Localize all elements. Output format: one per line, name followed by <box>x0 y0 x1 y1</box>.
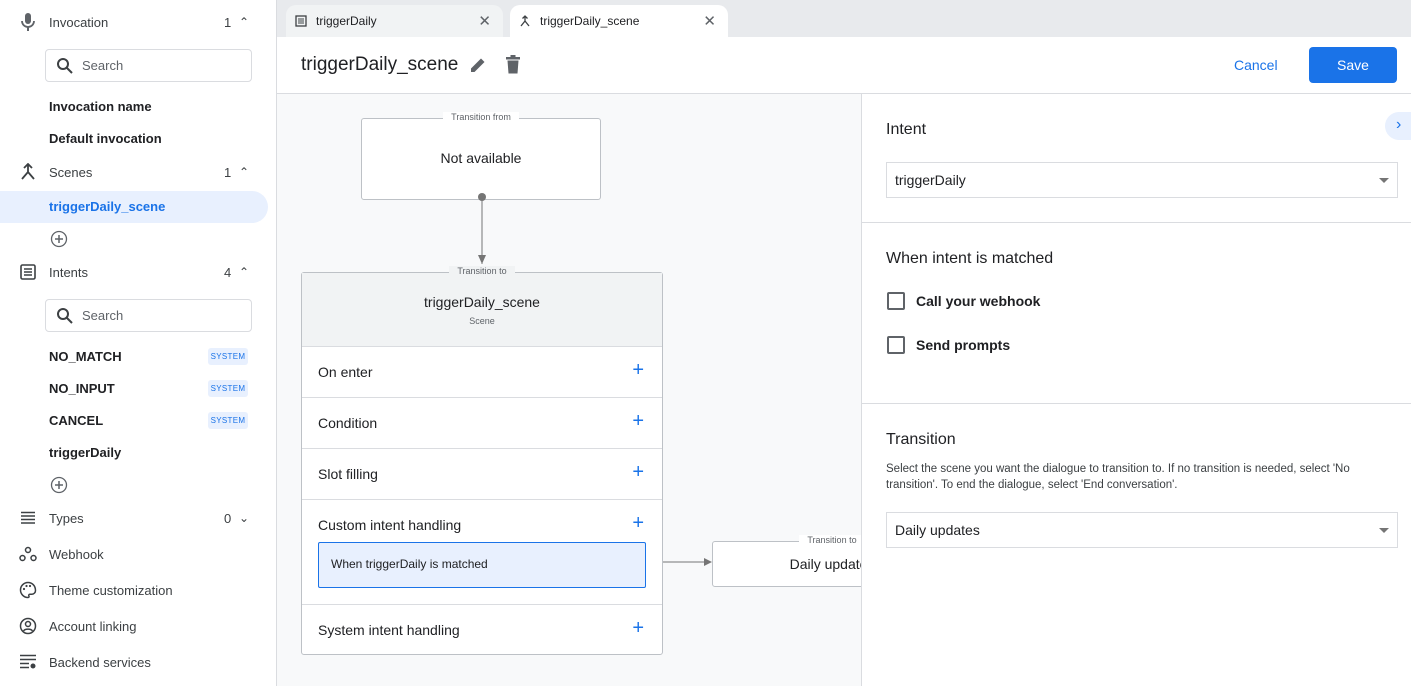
invocation-search[interactable] <box>45 49 252 82</box>
divider <box>862 403 1411 404</box>
sidebar-item-intent[interactable]: NO_INPUT <box>49 381 115 396</box>
invocation-search-input[interactable] <box>82 58 232 73</box>
flow-canvas[interactable]: Transition from Not available Transition… <box>277 94 861 686</box>
scene-title: triggerDaily_scene <box>424 294 540 310</box>
cancel-button[interactable]: Cancel <box>1234 57 1278 73</box>
close-tab-icon[interactable]: ✕ <box>478 13 491 30</box>
sidebar-item-scene[interactable]: triggerDaily_scene <box>49 199 166 214</box>
transition-target-node[interactable]: Transition to Daily updates <box>712 535 861 587</box>
palette-icon <box>18 580 38 600</box>
list-icon <box>18 262 38 282</box>
sidebar: Invocation 1 ⌃ Invocation name Default i… <box>0 0 277 686</box>
sidebar-item-intent[interactable]: NO_MATCH <box>49 349 122 364</box>
row-on-enter[interactable]: On enter+ <box>302 346 662 397</box>
intent-title: Intent <box>886 121 927 138</box>
account-circle-icon <box>18 616 38 636</box>
row-condition[interactable]: Condition+ <box>302 397 662 448</box>
chevron-up-icon[interactable]: ⌃ <box>239 265 250 279</box>
intent-select[interactable]: triggerDaily <box>886 162 1398 198</box>
add-intent-icon[interactable] <box>50 476 68 494</box>
sidebar-item-intent[interactable]: triggerDaily <box>49 445 122 460</box>
chevron-up-icon[interactable]: ⌃ <box>239 165 250 179</box>
checkbox-label: Send prompts <box>916 337 1011 353</box>
system-badge: SYSTEM <box>208 412 248 429</box>
sidebar-section-types[interactable]: Types 0 ⌄ <box>0 503 276 533</box>
sidebar-item-account-linking[interactable]: Account linking <box>0 611 276 641</box>
lines-icon <box>18 508 38 528</box>
add-scene-icon[interactable] <box>50 230 68 248</box>
node-text: Not available <box>440 150 522 166</box>
scene-node[interactable]: Transition to triggerDaily_scene Scene O… <box>301 266 663 655</box>
page-title: triggerDaily_scene <box>301 54 459 75</box>
matched-title: When intent is matched <box>886 250 1054 267</box>
properties-panel: › Intent triggerDaily When intent is mat… <box>861 94 1411 686</box>
webhook-icon <box>18 544 38 564</box>
tab-triggerDaily[interactable]: triggerDaily ✕ <box>286 5 503 37</box>
intent-handler-item[interactable]: When triggerDaily is matched <box>318 542 646 588</box>
add-icon[interactable]: + <box>632 512 644 534</box>
active-item-highlight <box>0 191 268 223</box>
node-legend: Transition from <box>443 112 519 122</box>
node-text: Daily updates <box>789 556 861 572</box>
chevron-down-icon[interactable]: ⌄ <box>239 511 250 525</box>
divider <box>862 222 1411 223</box>
merge-icon <box>18 162 38 182</box>
system-badge: SYSTEM <box>208 348 248 365</box>
call-webhook-checkbox[interactable] <box>887 292 905 310</box>
list-icon <box>295 15 307 27</box>
editor-header: triggerDaily_scene Cancel Save <box>277 37 1411 94</box>
collapse-panel-chevron-icon[interactable]: › <box>1385 112 1411 140</box>
add-icon[interactable]: + <box>632 359 644 381</box>
sidebar-section-invocation[interactable]: Invocation 1 ⌃ <box>0 7 276 37</box>
intents-search[interactable] <box>45 299 252 332</box>
sidebar-item-invocation-name[interactable]: Invocation name <box>49 99 152 114</box>
sidebar-item-intent[interactable]: CANCEL <box>49 413 104 428</box>
transition-title: Transition <box>886 431 956 448</box>
node-legend: Transition to <box>449 266 515 276</box>
sidebar-section-intents[interactable]: Intents 4 ⌃ <box>0 257 276 287</box>
dropdown-arrow-icon <box>1379 178 1389 183</box>
close-tab-icon[interactable]: ✕ <box>703 13 716 30</box>
delete-icon[interactable] <box>505 55 521 75</box>
row-custom-intent-handling[interactable]: Custom intent handling+ When triggerDail… <box>302 499 662 604</box>
sidebar-item-theme[interactable]: Theme customization <box>0 575 276 605</box>
intents-search-input[interactable] <box>82 308 232 323</box>
node-legend: Transition to <box>799 535 861 545</box>
dropdown-arrow-icon <box>1379 528 1389 533</box>
add-icon[interactable]: + <box>632 410 644 432</box>
add-icon[interactable]: + <box>632 617 644 639</box>
row-slot-filling[interactable]: Slot filling+ <box>302 448 662 499</box>
arrow-head <box>478 255 486 264</box>
sidebar-section-scenes[interactable]: Scenes 1 ⌃ <box>0 157 276 187</box>
system-badge: SYSTEM <box>208 380 248 397</box>
settings-list-icon <box>18 652 38 672</box>
scene-subtitle: Scene <box>469 316 495 326</box>
tab-triggerDaily-scene[interactable]: triggerDaily_scene ✕ <box>510 5 728 37</box>
sidebar-item-backend-services[interactable]: Backend services <box>0 647 276 677</box>
transition-select[interactable]: Daily updates <box>886 512 1398 548</box>
row-system-intent-handling[interactable]: System intent handling+ <box>302 604 662 655</box>
sidebar-item-webhook[interactable]: Webhook <box>0 539 276 569</box>
arrow-head <box>704 558 712 566</box>
sidebar-item-default-invocation[interactable]: Default invocation <box>49 131 162 146</box>
merge-icon <box>520 15 530 27</box>
transition-description: Select the scene you want the dialogue t… <box>886 463 1350 491</box>
send-prompts-checkbox[interactable] <box>887 336 905 354</box>
chevron-up-icon[interactable]: ⌃ <box>239 15 250 29</box>
search-icon <box>57 57 73 74</box>
save-button[interactable]: Save <box>1309 47 1397 83</box>
add-icon[interactable]: + <box>632 461 644 483</box>
checkbox-label: Call your webhook <box>916 293 1041 309</box>
tab-bar: triggerDaily ✕ triggerDaily_scene ✕ <box>277 0 1411 37</box>
search-icon <box>57 307 73 324</box>
edit-icon[interactable] <box>469 56 487 74</box>
mic-icon <box>18 12 38 32</box>
